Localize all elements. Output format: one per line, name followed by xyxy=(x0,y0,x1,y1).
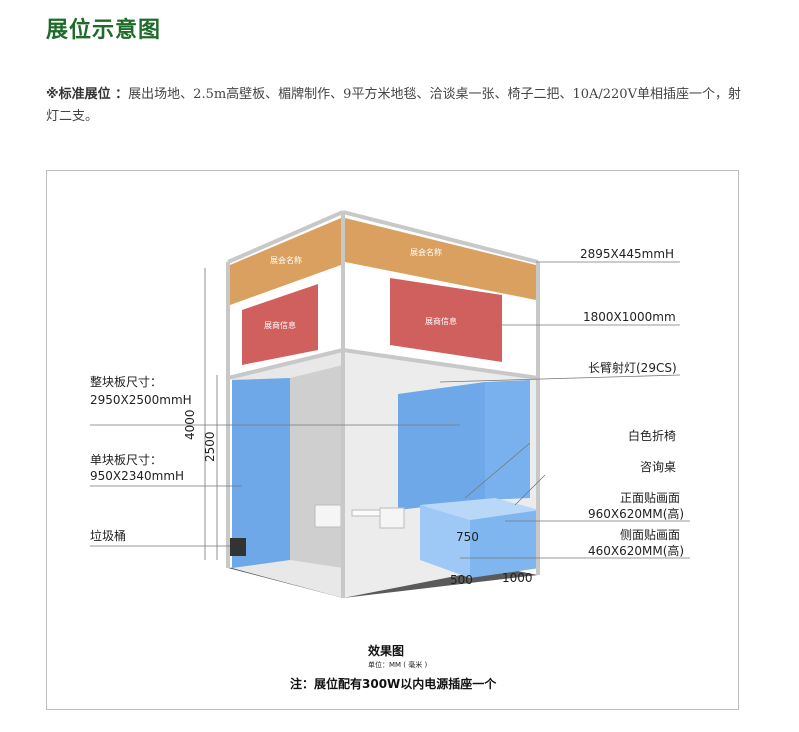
power-note: 注：展位配有300W以内电源插座一个 xyxy=(290,676,497,691)
chair-label: 白色折椅 xyxy=(628,428,676,443)
round-table xyxy=(351,509,381,517)
dim-750: 750 xyxy=(456,530,479,544)
side-sticker-size: 460X620MM(高) xyxy=(588,543,684,558)
intro-label: ※标准展位 ： xyxy=(46,87,129,102)
info-size-label: 1800X1000mm xyxy=(583,310,676,324)
spotlight-label: 长臂射灯(29CS) xyxy=(588,360,677,375)
chair-right xyxy=(379,507,405,529)
dim-500: 500 xyxy=(450,573,473,587)
dim-4000: 4000 xyxy=(183,409,197,440)
panel-whole-size: 2950X2500mmH xyxy=(90,393,192,407)
leader-lines xyxy=(90,261,690,560)
left-wall-panel xyxy=(232,378,290,568)
info-panel-right xyxy=(390,278,502,362)
fascia-size-label: 2895X445mmH xyxy=(580,247,674,261)
figure-caption: 效果图 xyxy=(368,643,404,658)
back-wall xyxy=(290,365,343,568)
trash-label: 垃圾桶 xyxy=(90,528,126,543)
info-right-text: 展商信息 xyxy=(425,316,457,326)
booth-figure-frame xyxy=(46,170,739,710)
desk-side xyxy=(420,505,470,578)
panel-single-size: 950X2340mmH xyxy=(90,469,184,483)
page-title: 展位示意图 xyxy=(46,18,162,43)
front-sticker-title: 正面贴画面 xyxy=(620,491,680,505)
panel-single-title: 单块板尺寸： xyxy=(90,453,162,467)
intro-text: 展出场地、2.5m高壁板、楣牌制作、9平方米地毯、洽谈桌一张、椅子二把、10A/… xyxy=(46,87,741,124)
info-panel-left xyxy=(242,284,318,365)
unit-label: 单位：MM ( 毫米 ) xyxy=(368,660,427,669)
right-wall-panel-2 xyxy=(485,380,530,500)
fascia-right xyxy=(345,218,536,300)
chair-left xyxy=(314,504,342,528)
right-wall-panel-1 xyxy=(398,382,485,510)
panel-whole-title: 整块板尺寸： xyxy=(90,374,162,389)
desk-front xyxy=(470,510,540,578)
dim-1000: 1000 xyxy=(502,571,533,585)
booth-description: ※标准展位 ：展出场地、2.5m高壁板、楣牌制作、9平方米地毯、洽谈桌一张、椅子… xyxy=(46,84,746,128)
desk-label: 咨询桌 xyxy=(640,459,676,474)
fascia-left xyxy=(230,218,341,305)
booth-frame xyxy=(226,210,540,598)
dim-2500: 2500 xyxy=(203,431,217,462)
info-left-text: 展商信息 xyxy=(264,320,296,330)
fascia-left-text: 展会名称 xyxy=(270,255,302,265)
fascia-right-text: 展会名称 xyxy=(410,247,442,257)
front-sticker-size: 960X620MM(高) xyxy=(588,506,684,521)
trash-bin xyxy=(230,538,246,556)
side-sticker-title: 侧面贴画面 xyxy=(620,528,680,542)
desk-top xyxy=(420,498,540,520)
